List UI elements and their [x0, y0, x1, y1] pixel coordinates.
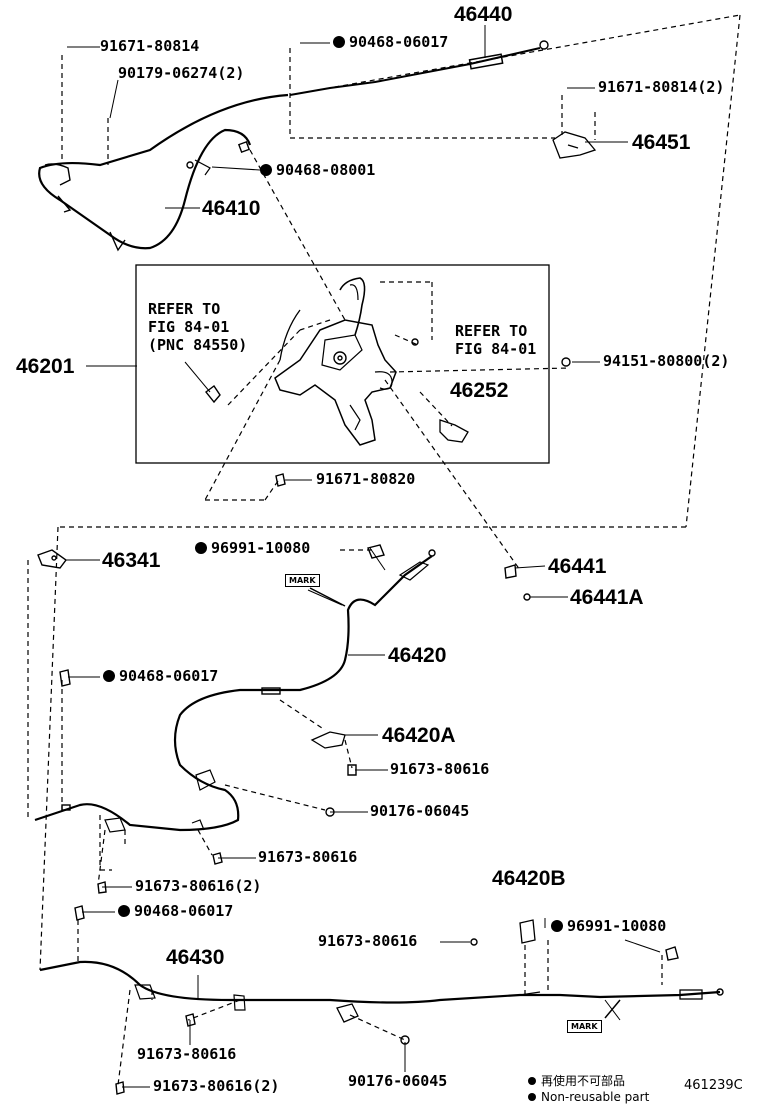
- refer-to-note-left: REFER TO FIG 84-01 (PNC 84550): [148, 300, 248, 354]
- non-reusable-dot-icon: [118, 905, 130, 917]
- label-46441A: 46441A: [570, 586, 644, 609]
- label-text: 90468-08001: [276, 161, 376, 179]
- label-94151-80800-2: 94151-80800(2): [603, 352, 730, 370]
- label-46341: 46341: [102, 549, 161, 572]
- label-text: 96991-10080: [567, 917, 667, 935]
- label-91671-80814-2: 91671-80814(2): [598, 78, 725, 96]
- label-46201: 46201: [16, 355, 75, 378]
- label-90468-06017-low: 90468-06017: [118, 904, 233, 919]
- label-96991-10080-a: 96991-10080: [195, 541, 310, 556]
- non-reusable-dot-icon: [333, 36, 345, 48]
- refer-to-note-right: REFER TO FIG 84-01: [455, 322, 537, 358]
- label-46420A: 46420A: [382, 724, 456, 747]
- label-90468-06017-top: 90468-06017: [333, 35, 448, 50]
- label-91671-80820: 91671-80820: [316, 470, 416, 488]
- non-reusable-dot-icon: [103, 670, 115, 682]
- legend-jp-text: 再使用不可部品: [541, 1074, 626, 1088]
- label-96991-10080-b: 96991-10080: [551, 919, 666, 934]
- label-90468-06017-mid: 90468-06017: [103, 669, 218, 684]
- label-46410: 46410: [202, 197, 261, 220]
- label-46441: 46441: [548, 555, 607, 578]
- label-46420: 46420: [388, 644, 447, 667]
- label-91673-80616-d: 91673-80616: [137, 1045, 237, 1063]
- label-text: 96991-10080: [211, 539, 311, 557]
- label-90179-06274-2: 90179-06274(2): [118, 64, 245, 82]
- bullet-icon: [528, 1093, 536, 1101]
- label-text: 90468-06017: [119, 667, 219, 685]
- label-90176-06045-a: 90176-06045: [370, 802, 470, 820]
- label-91673-80616-a: 91673-80616: [390, 760, 490, 778]
- label-90468-08001: 90468-08001: [260, 163, 375, 178]
- label-46252: 46252: [450, 379, 509, 402]
- non-reusable-dot-icon: [195, 542, 207, 554]
- label-text: 90468-06017: [134, 902, 234, 920]
- label-91671-80814: 91671-80814: [100, 37, 200, 55]
- label-46430: 46430: [166, 946, 225, 969]
- label-46420B: 46420B: [492, 867, 566, 890]
- label-91673-80616-2b: 91673-80616(2): [153, 1077, 280, 1095]
- non-reusable-dot-icon: [551, 920, 563, 932]
- label-91673-80616-c: 91673-80616: [318, 932, 418, 950]
- label-91673-80616-2a: 91673-80616(2): [135, 877, 262, 895]
- bullet-icon: [528, 1077, 536, 1085]
- figure-code: 461239C: [684, 1078, 743, 1093]
- legend-jp: 再使用不可部品: [528, 1072, 625, 1089]
- legend-en-text: Non-reusable part: [541, 1090, 650, 1104]
- label-46440: 46440: [454, 3, 513, 26]
- label-text: 90468-06017: [349, 33, 449, 51]
- label-46451: 46451: [632, 131, 691, 154]
- mark-tag: MARK: [567, 1020, 602, 1033]
- legend-en: Non-reusable part: [528, 1090, 649, 1104]
- mark-tag: MARK: [285, 574, 320, 587]
- non-reusable-dot-icon: [260, 164, 272, 176]
- label-90176-06045-b: 90176-06045: [348, 1072, 448, 1090]
- label-91673-80616-b: 91673-80616: [258, 848, 358, 866]
